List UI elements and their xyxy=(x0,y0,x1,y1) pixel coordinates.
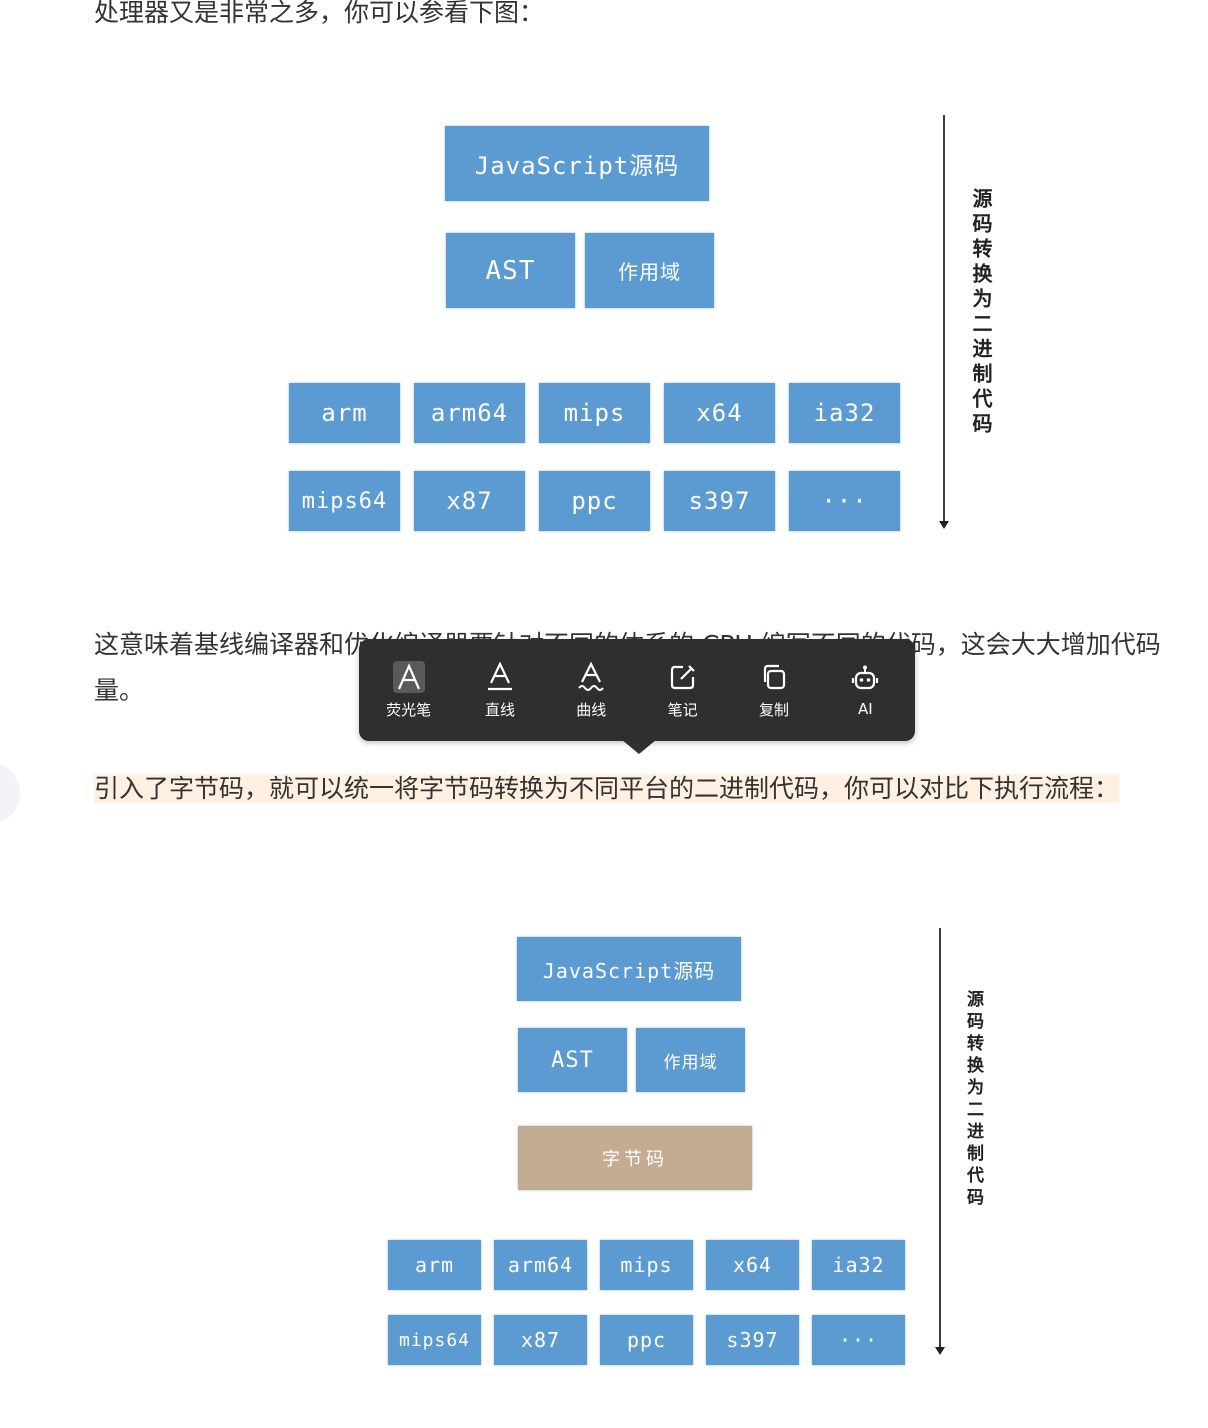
toolbar-ai-button[interactable]: AI xyxy=(825,662,905,718)
box-arch-arm64: arm64 xyxy=(494,1240,587,1290)
paragraph-intro: 处理器又是非常之多，你可以参看下图： xyxy=(94,0,545,27)
conversion-axis-arrowhead xyxy=(939,521,949,529)
conversion-axis-line xyxy=(939,928,941,1348)
conversion-axis-arrowhead xyxy=(935,1347,945,1355)
box-arch-s397: s397 xyxy=(664,471,775,531)
underline-icon xyxy=(484,661,516,693)
toolbar-label: 荧光笔 xyxy=(386,700,432,719)
box-arch-arm64: arm64 xyxy=(414,383,525,443)
highlighter-icon xyxy=(392,660,425,693)
box-arch-x87: x87 xyxy=(414,471,525,531)
toolbar-highlighter-button[interactable]: 荧光笔 xyxy=(369,660,449,720)
box-ast: AST xyxy=(446,233,575,308)
box-arch-ppc: ppc xyxy=(600,1315,693,1365)
toolbar-note-button[interactable]: 笔记 xyxy=(643,661,723,720)
toolbar-label: 复制 xyxy=(758,700,789,719)
box-scope: 作用域 xyxy=(636,1028,745,1092)
toolbar-label: 直线 xyxy=(484,700,515,719)
box-arch-x64: x64 xyxy=(706,1240,799,1290)
box-arch-mips: mips xyxy=(539,383,650,443)
toolbar-label: 笔记 xyxy=(667,700,698,719)
box-arch-ppc: ppc xyxy=(539,471,650,531)
box-arch-s397: s397 xyxy=(706,1315,799,1365)
paragraph-highlighted: 引入了字节码，就可以统一将字节码转换为不同平台的二进制代码，你可以对比下执行流程… xyxy=(94,766,1164,812)
box-ast: AST xyxy=(518,1028,627,1092)
toolbar-wavy-line-button[interactable]: 曲线 xyxy=(551,661,631,720)
box-arch-ia32: ia32 xyxy=(812,1240,905,1290)
conversion-axis-label: 源码转换为二进制代码 xyxy=(969,188,993,438)
box-bytecode: 字节码 xyxy=(518,1126,752,1190)
box-arch-mips64: mips64 xyxy=(388,1315,481,1365)
toolbar-pointer xyxy=(622,740,656,754)
toolbar-underline-button[interactable]: 直线 xyxy=(460,661,540,720)
box-arch-arm: arm xyxy=(388,1240,481,1290)
highlighted-text[interactable]: 引入了字节码，就可以统一将字节码转换为不同平台的二进制代码，你可以对比下执行流程… xyxy=(94,774,1120,803)
toolbar-copy-button[interactable]: 复制 xyxy=(734,661,814,720)
box-arch-more: ··· xyxy=(789,471,900,531)
box-arch-mips64: mips64 xyxy=(289,471,400,531)
box-js-source: JavaScript源码 xyxy=(445,126,709,201)
box-js-source: JavaScript源码 xyxy=(517,937,741,1001)
side-floating-tab[interactable] xyxy=(0,762,20,824)
toolbar-label: 曲线 xyxy=(576,700,607,719)
wavy-underline-icon xyxy=(575,661,607,693)
selection-toolbar: 荧光笔 直线 曲线 笔记 复制 AI xyxy=(359,639,915,741)
box-arch-x64: x64 xyxy=(664,383,775,443)
toolbar-label: AI xyxy=(857,700,873,718)
box-arch-more: ··· xyxy=(812,1315,905,1365)
box-arch-x87: x87 xyxy=(494,1315,587,1365)
box-arch-ia32: ia32 xyxy=(789,383,900,443)
conversion-axis-line xyxy=(943,115,945,522)
box-arch-mips: mips xyxy=(600,1240,693,1290)
box-arch-arm: arm xyxy=(289,383,400,443)
box-scope: 作用域 xyxy=(585,233,714,308)
robot-icon xyxy=(849,662,881,694)
conversion-axis-label: 源码转换为二进制代码 xyxy=(963,990,983,1210)
copy-icon xyxy=(758,661,790,693)
note-edit-icon xyxy=(667,661,699,693)
